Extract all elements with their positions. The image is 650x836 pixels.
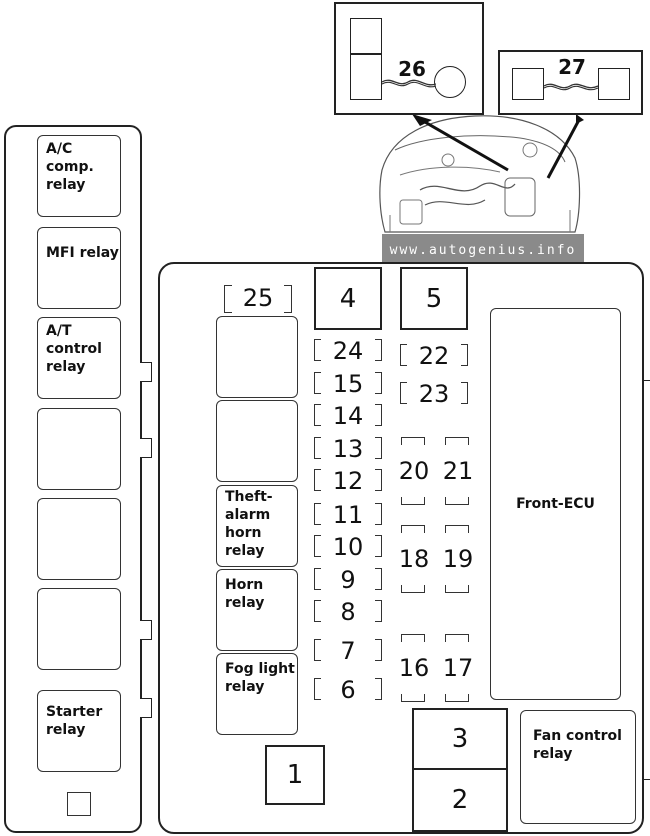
fuse-18: 18	[399, 525, 429, 593]
inset-26-wire	[382, 79, 436, 88]
fuse-13: 13	[314, 436, 382, 462]
fuse-1: 1	[265, 745, 325, 805]
fuse-8: 8	[314, 599, 382, 625]
relay-empty-slot	[37, 498, 121, 580]
inset-26-label: 26	[398, 57, 426, 81]
relay-label: Starter relay	[46, 704, 103, 738]
relay-label: MFI relay	[46, 245, 119, 261]
inset-26-relay-top	[350, 18, 382, 54]
fuse-3: 3	[412, 708, 508, 770]
relay-mfi: MFI relay	[37, 227, 121, 309]
relay-label	[38, 409, 120, 413]
fuse-12: 12	[314, 468, 382, 494]
main-relay-empty-1	[216, 316, 298, 398]
relay-empty-slot	[37, 408, 121, 490]
relay-label: A/C comp. relay	[46, 141, 94, 193]
fuse-21: 21	[443, 437, 473, 505]
relay-label	[217, 401, 297, 405]
fuse-20: 20	[399, 437, 429, 505]
relay-theft-alarm-horn: Theft- alarm horn relay	[216, 485, 298, 567]
inset-27-relay-right	[598, 68, 630, 100]
fuse-7: 7	[314, 638, 382, 664]
fuse-16: 16	[399, 634, 429, 702]
relay-label: A/T control relay	[46, 323, 102, 375]
fuse-6: 6	[314, 677, 382, 703]
small-square-slot	[67, 792, 91, 816]
relay-label: Horn relay	[225, 577, 265, 611]
relay-label: Fan control relay	[533, 728, 622, 762]
fuse-5: 5	[400, 267, 468, 330]
fuse-2: 2	[412, 770, 508, 832]
fuse-9: 9	[314, 567, 382, 593]
relay-label: Fog light relay	[225, 661, 295, 695]
inset-27-relay-left	[512, 68, 544, 100]
fuse-25: 25	[224, 285, 292, 313]
fuse-22: 22	[400, 343, 468, 369]
fuse-14: 14	[314, 403, 382, 429]
left-panel-tab	[140, 698, 152, 718]
main-panel-side-tab	[642, 380, 650, 780]
inset-27: 27	[498, 50, 643, 115]
relay-label	[38, 499, 120, 503]
relay-at-control: A/T control relay	[37, 317, 121, 399]
front-ecu-label: Front-ECU	[516, 496, 595, 512]
relay-fog-light: Fog light relay	[216, 653, 298, 735]
fuse-17: 17	[443, 634, 473, 702]
inset-27-wire	[544, 83, 598, 91]
fuse-24: 24	[314, 338, 382, 364]
inset-27-label: 27	[558, 55, 586, 79]
inset-26: 26	[334, 2, 484, 115]
left-panel-tab	[140, 438, 152, 458]
relay-starter: Starter relay	[37, 690, 121, 772]
inset-26-connector	[434, 66, 466, 98]
relay-empty-slot	[37, 588, 121, 670]
fuse-19: 19	[443, 525, 473, 593]
inset-26-relay-bottom	[350, 54, 382, 100]
fuse-11: 11	[314, 502, 382, 528]
watermark: www.autogenius.info	[382, 234, 584, 266]
relay-label: Theft- alarm horn relay	[225, 489, 273, 559]
fuse-15: 15	[314, 371, 382, 397]
front-ecu: Front-ECU	[490, 308, 621, 700]
fuse-10: 10	[314, 534, 382, 560]
relay-label	[217, 317, 297, 321]
main-relay-empty-2	[216, 400, 298, 482]
relay-label	[38, 589, 120, 593]
left-panel-tab	[140, 362, 152, 382]
relay-ac-comp: A/C comp. relay	[37, 135, 121, 217]
left-panel-tab	[140, 620, 152, 640]
fuse-4: 4	[314, 267, 382, 330]
relay-horn: Horn relay	[216, 569, 298, 651]
fuse-23: 23	[400, 381, 468, 407]
relay-fan-control: Fan control relay	[520, 710, 636, 824]
